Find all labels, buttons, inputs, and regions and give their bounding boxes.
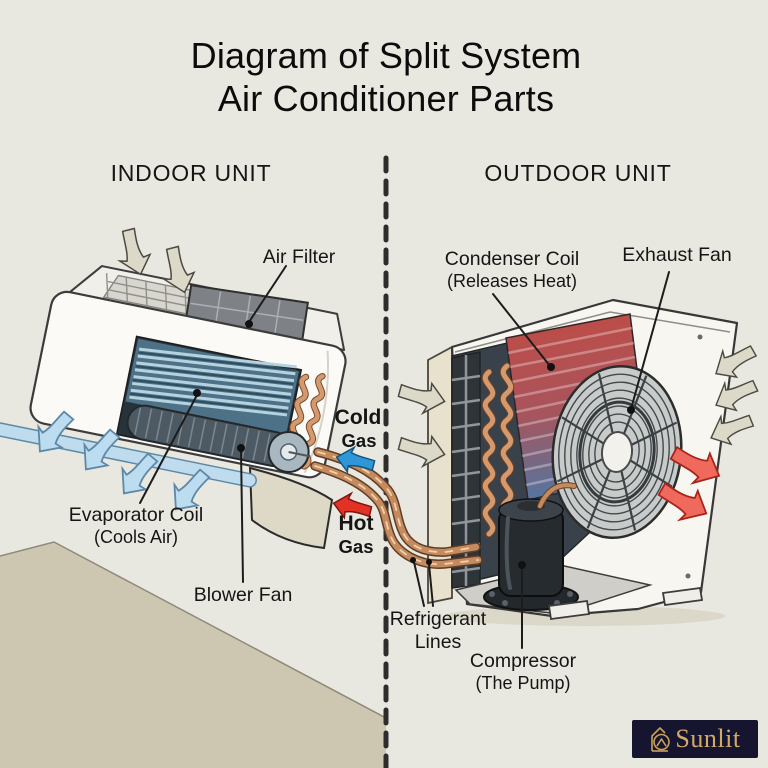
compressor-label: Compressor (The Pump) bbox=[470, 650, 576, 693]
outdoor-back-panel bbox=[427, 345, 453, 605]
label-pointer-line bbox=[413, 561, 425, 607]
page-title-line1: Diagram of Split System bbox=[190, 35, 582, 76]
condenser-coil-label: Condenser Coil (Releases Heat) bbox=[445, 248, 579, 291]
compressor-label-note: (The Pump) bbox=[475, 672, 571, 693]
indoor-unit-header: INDOOR UNIT bbox=[110, 160, 272, 186]
page-title-line2: Air Conditioner Parts bbox=[217, 78, 555, 119]
condenser-coil-label-note: (Releases Heat) bbox=[446, 270, 578, 291]
label-pointer-line bbox=[248, 265, 287, 323]
brand-logo-text: Sunlit bbox=[675, 724, 741, 753]
evaporator-coil-label-note: (Cools Air) bbox=[93, 526, 178, 547]
indoor-unit-illustration bbox=[0, 265, 347, 488]
pointer-dots bbox=[193, 320, 635, 569]
wall-bracket bbox=[248, 466, 334, 550]
evaporator-coil-slats bbox=[125, 338, 299, 435]
evaporator-coil-label-line1: Evaporator Coil bbox=[68, 504, 204, 526]
label-pointer-line bbox=[630, 271, 670, 410]
hot-gas-label-unit: Gas bbox=[338, 536, 374, 557]
side-vent-grille bbox=[451, 351, 481, 589]
blower-fan-cylinder bbox=[126, 404, 311, 474]
cold-gas-label-unit: Gas bbox=[341, 430, 377, 451]
blower-fan-label: Blower Fan bbox=[193, 584, 293, 606]
label-pointer-line bbox=[492, 293, 551, 367]
label-pointers bbox=[139, 265, 670, 649]
compressor-label-line1: Compressor bbox=[469, 650, 577, 672]
refrigerant-lines-label: Refrigerant Lines bbox=[390, 608, 486, 653]
condenser-coil-label-line1: Condenser Coil bbox=[444, 248, 580, 270]
air-deflector-vane bbox=[0, 422, 257, 488]
brand-logo: Sunlit bbox=[632, 720, 758, 758]
page-title: Diagram of Split System Air Conditioner … bbox=[191, 34, 582, 120]
refrigerant-lines-label-line1: Refrigerant bbox=[389, 608, 487, 630]
label-pointer-line bbox=[240, 449, 244, 583]
sunlit-logo-icon bbox=[651, 726, 671, 752]
label-pointer-line bbox=[139, 394, 198, 504]
wall-corner bbox=[0, 541, 387, 768]
compressor-cylinder bbox=[483, 482, 579, 611]
unit-foot bbox=[661, 586, 704, 607]
cold-gas-label-word: Cold bbox=[334, 406, 382, 429]
refrigerant-lines-label-line2: Lines bbox=[414, 630, 462, 653]
outdoor-unit-illustration bbox=[427, 298, 739, 626]
hot-gas-label-word: Hot bbox=[338, 512, 374, 535]
air-filter-label: Air Filter bbox=[262, 246, 336, 268]
evaporator-coil-label: Evaporator Coil (Cools Air) bbox=[69, 504, 203, 547]
label-pointer-line bbox=[428, 563, 434, 607]
exhaust-fan-grille bbox=[551, 364, 683, 540]
exhaust-fan-label: Exhaust Fan bbox=[622, 244, 732, 266]
unit-foot bbox=[547, 599, 591, 621]
outdoor-unit-header: OUTDOOR UNIT bbox=[484, 160, 672, 186]
